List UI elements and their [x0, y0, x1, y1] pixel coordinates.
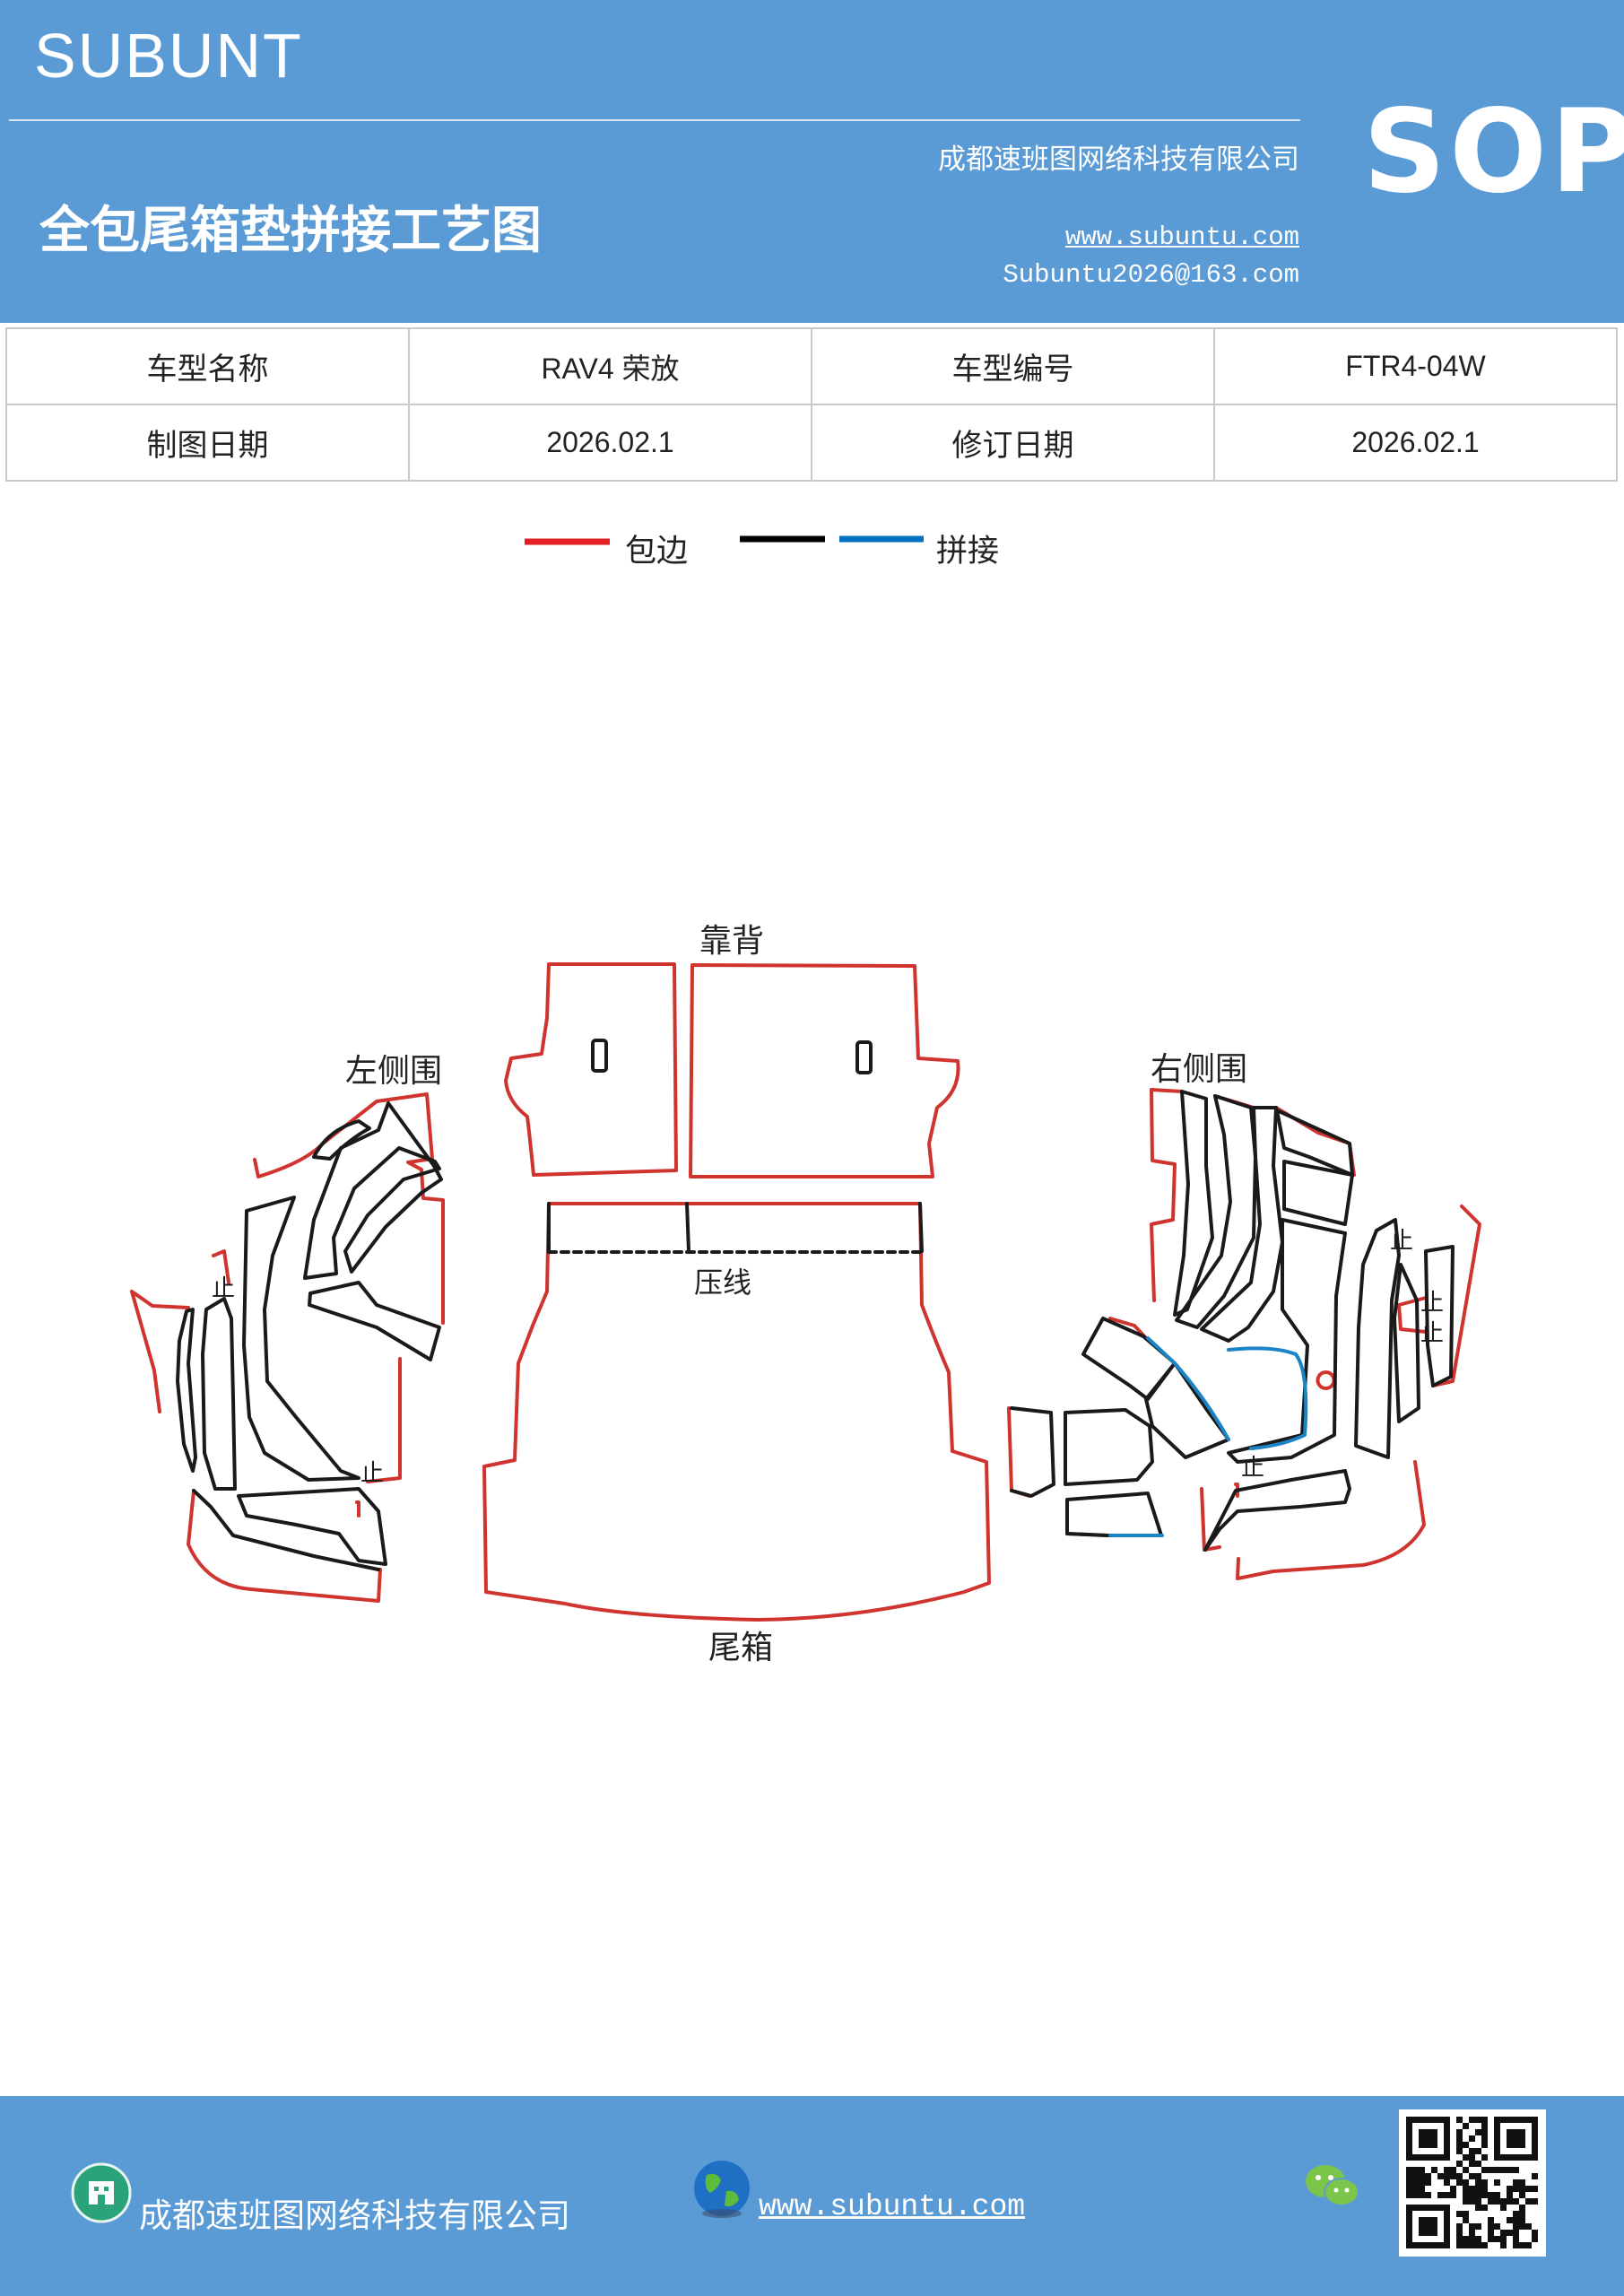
label-left-side: 左侧围 — [345, 1053, 443, 1090]
right-side-piece — [1424, 1245, 1455, 1387]
stop-mark: 止 — [212, 1275, 235, 1302]
right-side-edge — [1007, 1406, 1031, 1498]
right-side-piece — [1227, 1218, 1347, 1464]
right-side-piece — [1354, 1218, 1401, 1459]
left-side-edge — [366, 1357, 402, 1483]
legend-label-splice: 拼接 — [936, 534, 1000, 570]
left-side-piece — [192, 1489, 380, 1571]
globe-icon — [694, 2161, 750, 2218]
wechat-icon — [1306, 2165, 1359, 2206]
header-divider — [9, 119, 1300, 121]
label-right-side: 右侧围 — [1151, 1051, 1248, 1088]
left-side-edge — [355, 1500, 360, 1518]
right-side-piece — [1144, 1361, 1230, 1459]
right-side-piece — [1203, 1469, 1351, 1552]
stop-mark: 止 — [1241, 1455, 1264, 1482]
table-cell: 车型编号 — [811, 327, 1215, 405]
footer-website-link[interactable]: www.subuntu.com — [759, 2190, 1026, 2223]
table-cell: 车型名称 — [5, 327, 410, 405]
table-row: 制图日期 2026.02.1 修订日期 2026.02.1 — [5, 404, 1618, 482]
backrest-slot — [855, 1040, 873, 1074]
stop-mark: 止 — [1420, 1290, 1444, 1317]
splice-seam — [1146, 1336, 1230, 1441]
right-side-edge — [1431, 1205, 1481, 1387]
label-press-line: 压线 — [694, 1265, 752, 1300]
table-cell: FTR4-04W — [1213, 327, 1618, 405]
label-trunk: 尾箱 — [708, 1630, 774, 1666]
right-side-edge — [1397, 1296, 1428, 1307]
right-side-piece — [1081, 1317, 1177, 1401]
sop-label: SOP — [1363, 85, 1624, 219]
right-side-piece — [1393, 1263, 1420, 1423]
legend-label-edge: 包边 — [625, 534, 689, 570]
table-cell: RAV4 荣放 — [408, 327, 812, 405]
right-side-piece — [1010, 1406, 1055, 1498]
vehicle-info-table: 车型名称 RAV4 荣放 车型编号 FTR4-04W 制图日期 2026.02.… — [5, 327, 1618, 482]
right-side-piece — [1064, 1408, 1154, 1486]
left-side-edge — [130, 1290, 190, 1309]
document-title: 全包尾箱垫拼接工艺图 — [39, 202, 542, 260]
left-side-piece — [303, 1101, 443, 1280]
right-side-piece — [1275, 1109, 1354, 1177]
left-side-edge — [253, 1092, 445, 1325]
backrest-right-panel — [689, 963, 960, 1178]
left-side-piece — [176, 1308, 197, 1473]
qr-code-icon[interactable] — [1399, 2109, 1546, 2257]
table-cell: 制图日期 — [5, 404, 410, 482]
table-cell: 2026.02.1 — [1213, 404, 1618, 482]
left-side-edge — [212, 1249, 230, 1284]
right-side-piece — [1282, 1160, 1354, 1226]
backrest-slot — [591, 1039, 608, 1073]
trunk-floor-panel — [482, 1202, 991, 1622]
stop-mark: 止 — [1420, 1320, 1444, 1347]
building-icon — [71, 2162, 132, 2223]
right-side-edge — [1234, 1483, 1239, 1498]
trunk-top-seam — [547, 1202, 924, 1253]
right-side-piece — [1175, 1094, 1257, 1329]
left-side-edge — [187, 1489, 382, 1603]
right-side-piece — [1065, 1492, 1163, 1537]
stop-mark: 止 — [360, 1460, 384, 1487]
label-backrest: 靠背 — [699, 923, 765, 960]
right-side-edge — [1316, 1370, 1336, 1390]
stop-mark: 止 — [1390, 1228, 1413, 1255]
header-company: 成都速班图网络科技有限公司 — [938, 144, 1299, 176]
brand-name: SUBUNT — [34, 21, 303, 91]
header-website-link[interactable]: www.subuntu.com — [1064, 222, 1299, 252]
left-side-piece — [201, 1297, 237, 1491]
right-side-piece — [1173, 1090, 1214, 1317]
left-side-piece — [237, 1487, 387, 1566]
table-row: 车型名称 RAV4 荣放 车型编号 FTR4-04W — [5, 327, 1618, 405]
left-side-piece — [242, 1196, 360, 1482]
table-cell: 2026.02.1 — [408, 404, 812, 482]
right-side-edge — [1236, 1460, 1426, 1580]
splice-seam — [1227, 1346, 1308, 1450]
header-banner — [0, 0, 1624, 323]
right-side-piece — [1200, 1106, 1284, 1343]
footer-company: 成都速班图网络科技有限公司 — [139, 2196, 570, 2235]
backrest-left-panel — [504, 962, 678, 1177]
left-side-piece — [308, 1281, 441, 1361]
table-cell: 修订日期 — [811, 404, 1215, 482]
header-email[interactable]: Subuntu2026@163.com — [1003, 260, 1299, 290]
right-side-edge — [1150, 1088, 1184, 1302]
left-side-edge — [130, 1290, 161, 1413]
